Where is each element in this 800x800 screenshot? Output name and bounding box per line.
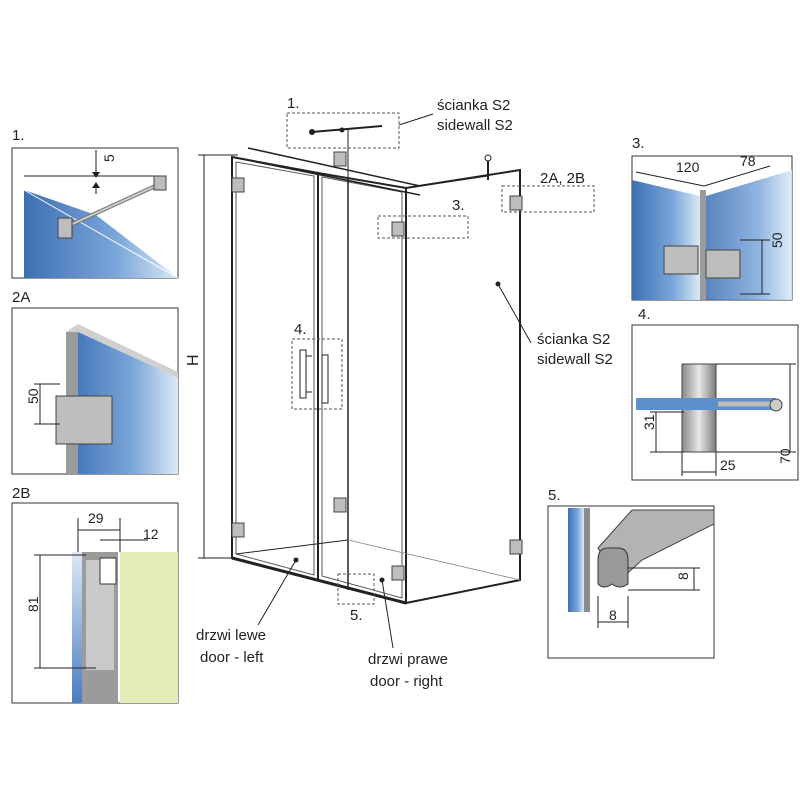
- detail-2a-dim-50: 50: [25, 388, 41, 404]
- detail-3-dim-50: 50: [769, 232, 785, 248]
- callout-label-3: 3.: [452, 197, 465, 214]
- detail-1-dim-5: 5: [101, 154, 117, 162]
- main-enclosure: H: [185, 95, 613, 690]
- detail-2a: 2A 50: [11, 289, 179, 475]
- callout-label-5: 5.: [350, 607, 363, 624]
- detail-1-title: 1.: [12, 127, 25, 144]
- sidewall-right-pl: ścianka S2: [537, 331, 610, 348]
- detail-3-dim-120: 120: [676, 159, 700, 175]
- detail-3: 3. 120 78 50: [631, 135, 793, 301]
- detail-5-dim-8-horizontal: 8: [609, 607, 617, 623]
- detail-3-dim-78: 78: [740, 153, 756, 169]
- detail-1: 1. 5: [11, 127, 179, 279]
- detail-2b-title: 2B: [12, 485, 30, 502]
- door-right-pl: drzwi prawe: [368, 651, 448, 668]
- detail-2b-dim-29: 29: [88, 510, 104, 526]
- detail-5-dim-8-vertical: 8: [675, 572, 691, 580]
- detail-4-dim-31: 31: [641, 414, 657, 430]
- callout-box-3: [377, 215, 469, 239]
- sidewall-top-en: sidewall S2: [437, 117, 513, 134]
- detail-4-dim-25: 25: [720, 457, 736, 473]
- detail-4-title: 4.: [638, 306, 651, 323]
- callout-box-5: [337, 573, 375, 605]
- door-left-pl: drzwi lewe: [196, 627, 266, 644]
- detail-4: 4. 31 25 70: [631, 306, 799, 481]
- detail-2b-dim-12: 12: [143, 526, 159, 542]
- door-left-en: door - left: [200, 649, 264, 666]
- callout-label-4: 4.: [294, 321, 307, 338]
- detail-2a-title: 2A: [12, 289, 30, 306]
- door-right-en: door - right: [370, 673, 443, 690]
- detail-2b: 2B 29 12 81: [11, 485, 179, 704]
- callout-label-2ab: 2A, 2B: [540, 170, 585, 187]
- sidewall-top-pl: ścianka S2: [437, 97, 510, 114]
- callout-box-1: [286, 112, 400, 149]
- sidewall-right-en: sidewall S2: [537, 351, 613, 368]
- detail-3-title: 3.: [632, 135, 645, 152]
- callout-box-4: [291, 338, 343, 410]
- detail-4-dim-70: 70: [777, 448, 793, 464]
- callout-box-2ab: [501, 185, 595, 213]
- callout-label-1: 1.: [287, 95, 300, 112]
- detail-5: 5. 8 8: [547, 487, 715, 659]
- height-label: H: [185, 354, 202, 366]
- detail-2b-dim-81: 81: [25, 596, 41, 612]
- detail-5-title: 5.: [548, 487, 561, 504]
